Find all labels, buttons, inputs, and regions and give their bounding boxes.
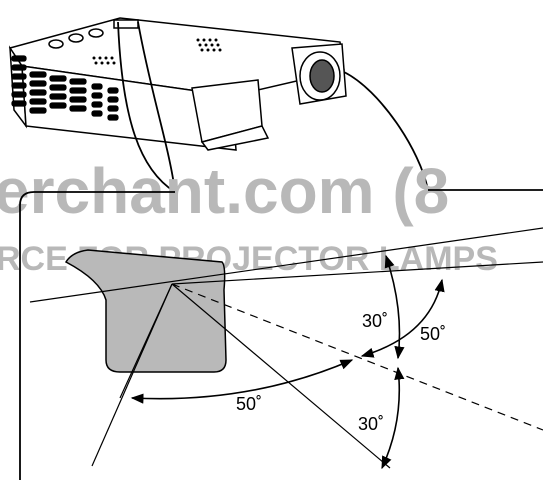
arc-horizontal-left [130,359,354,404]
foot-stand [200,125,270,151]
angle-label-horizontal-right: 50˚ [420,324,446,344]
control-button-2 [68,33,84,43]
arc-horizontal-right [360,278,445,358]
angle-label-vertical-lower: 30˚ [358,414,384,434]
detail-box [19,189,543,480]
control-button-3 [88,28,104,38]
angle-arcs [130,254,445,470]
control-button-1 [48,39,64,49]
lens-inner [309,59,335,93]
projector-illustration [8,17,347,151]
magnify-outline [117,21,429,193]
angle-label-vertical-upper: 30˚ [362,311,388,331]
watermark-line-1: erchant.com (8 [0,155,449,227]
angle-label-horizontal-left: 50˚ [236,394,262,414]
surface-line [29,227,543,303]
ir-receiver-window [64,249,227,373]
vent-slots [11,55,119,121]
speaker-grille [92,38,222,65]
arc-vertical-lower [381,366,405,470]
